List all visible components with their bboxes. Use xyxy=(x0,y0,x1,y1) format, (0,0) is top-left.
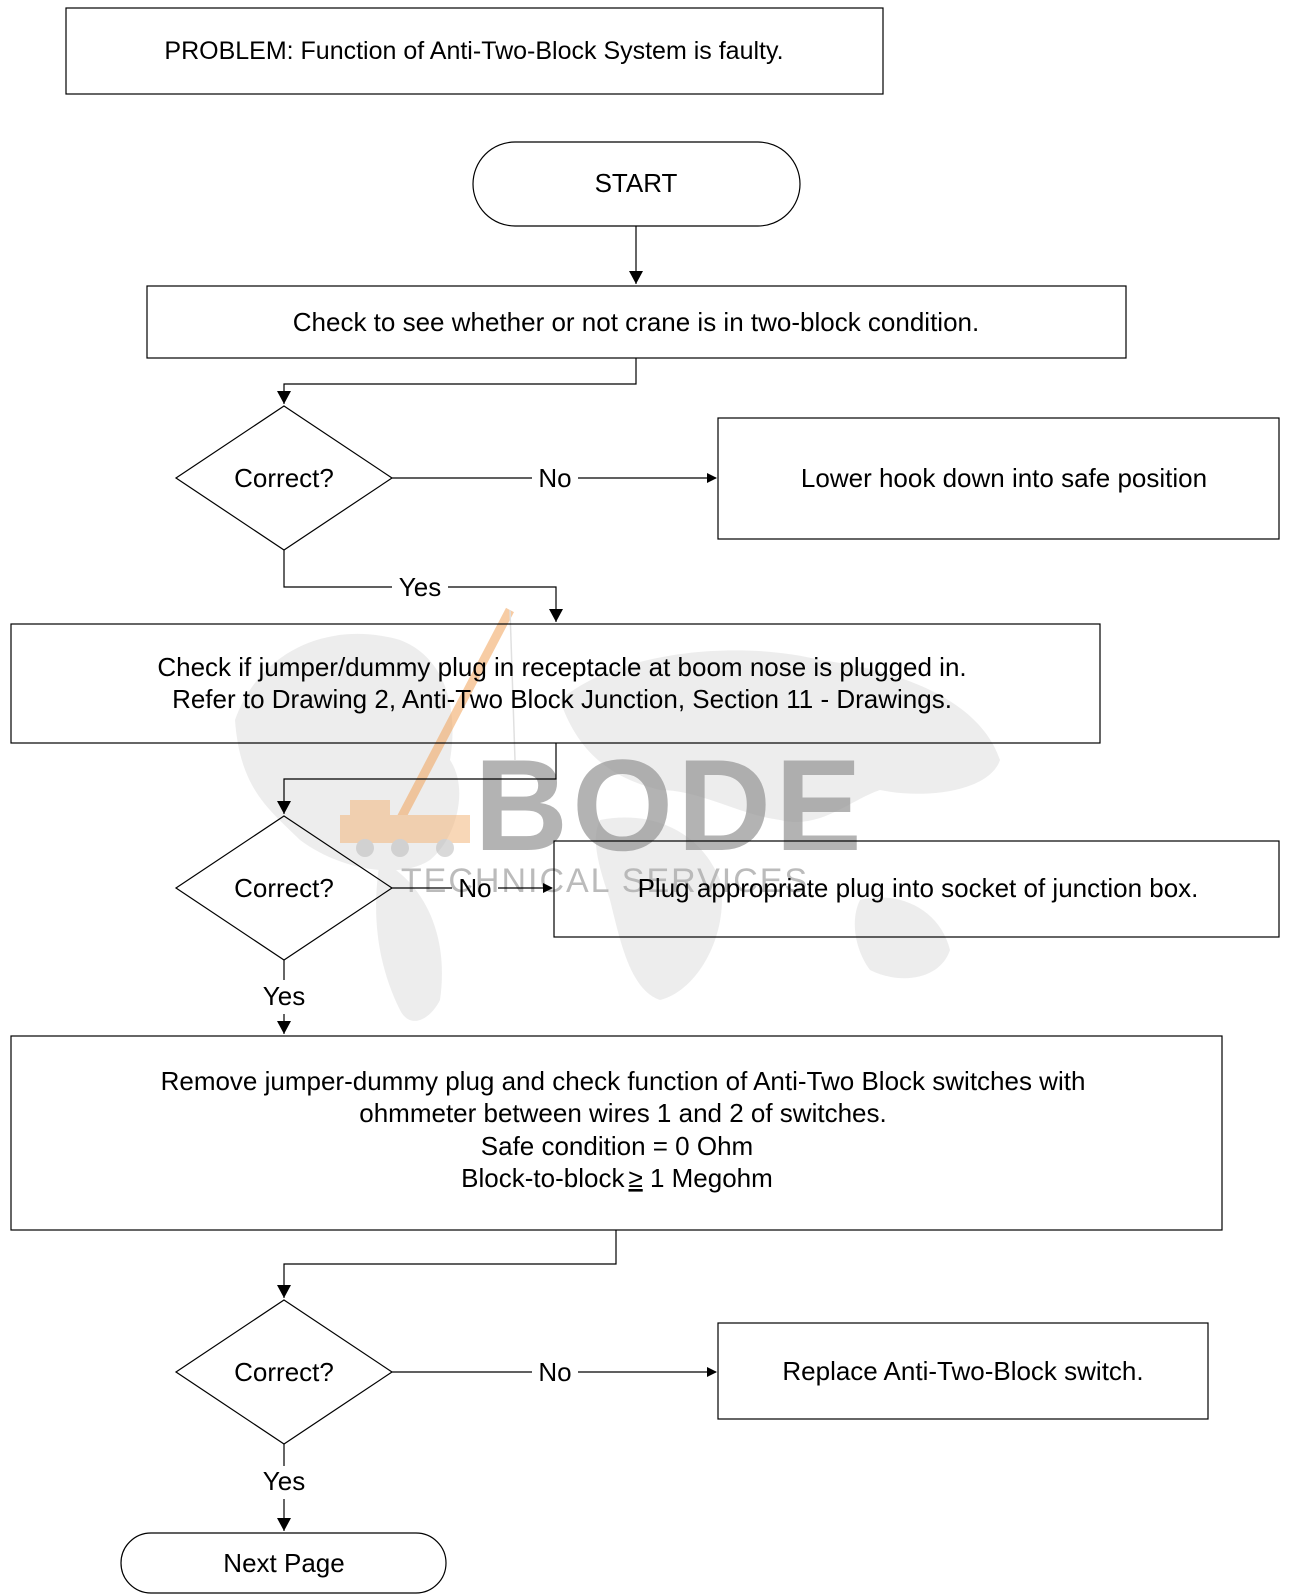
step1-box: Check to see whether or not crane is in … xyxy=(146,285,1127,359)
action1-text: Lower hook down into safe position xyxy=(801,463,1207,493)
connector-step3-decision3 xyxy=(277,1230,617,1298)
step3-line4-suffix: 1 Megohm xyxy=(643,1163,773,1193)
connector-step1-decision1 xyxy=(277,358,637,404)
step3-box: Remove jumper-dummy plug and check funct… xyxy=(10,1035,1223,1231)
decision2-label: Correct? xyxy=(234,873,334,903)
decision2-no-label: No xyxy=(458,873,491,903)
start-label: START xyxy=(595,168,678,198)
action3-text: Replace Anti-Two-Block switch. xyxy=(782,1356,1143,1386)
decision3-label: Correct? xyxy=(234,1357,334,1387)
step3-line4-symbol: ≥ xyxy=(628,1163,642,1193)
decision2-diamond: Correct? xyxy=(174,815,394,961)
step3-line1: Remove jumper-dummy plug and check funct… xyxy=(161,1066,1086,1096)
action2-box: Plug appropriate plug into socket of jun… xyxy=(553,840,1280,938)
start-terminal: START xyxy=(472,141,801,227)
step3-line4-prefix: Block-to-block xyxy=(461,1163,625,1193)
decision3-yes-label: Yes xyxy=(263,1466,305,1496)
decision1-no-label: No xyxy=(538,463,571,493)
action3-box: Replace Anti-Two-Block switch. xyxy=(717,1322,1209,1420)
decision2-yes-label: Yes xyxy=(263,981,305,1011)
action1-box: Lower hook down into safe position xyxy=(717,417,1280,540)
step2-box: Check if jumper/dummy plug in receptacle… xyxy=(10,623,1101,744)
problem-text: PROBLEM: Function of Anti-Two-Block Syst… xyxy=(164,37,783,65)
decision3-no-label: No xyxy=(538,1357,571,1387)
step3-line3: Safe condition = 0 Ohm xyxy=(481,1131,753,1161)
step3-line2: ohmmeter between wires 1 and 2 of switch… xyxy=(359,1098,886,1128)
next-page-terminal: Next Page xyxy=(120,1532,447,1594)
step2-line1: Check if jumper/dummy plug in receptacle… xyxy=(157,652,966,682)
decision1-diamond: Correct? xyxy=(174,405,394,551)
step1-text: Check to see whether or not crane is in … xyxy=(293,307,979,337)
step3-line4: Block-to-block≥ 1 Megohm xyxy=(461,1163,773,1193)
next-page-label: Next Page xyxy=(223,1548,344,1578)
connector-decision1-yes-a xyxy=(283,550,392,588)
step2-line2: Refer to Drawing 2, Anti-Two Block Junct… xyxy=(172,684,952,714)
connector-decision1-yes-b xyxy=(448,586,563,622)
action2-text: Plug appropriate plug into socket of jun… xyxy=(638,873,1199,903)
connector-step2-decision2 xyxy=(277,743,557,814)
decision1-yes-label: Yes xyxy=(399,572,441,602)
decision3-diamond: Correct? xyxy=(174,1299,394,1445)
problem-box: PROBLEM: Function of Anti-Two-Block Syst… xyxy=(65,7,884,95)
decision1-label: Correct? xyxy=(234,463,334,493)
